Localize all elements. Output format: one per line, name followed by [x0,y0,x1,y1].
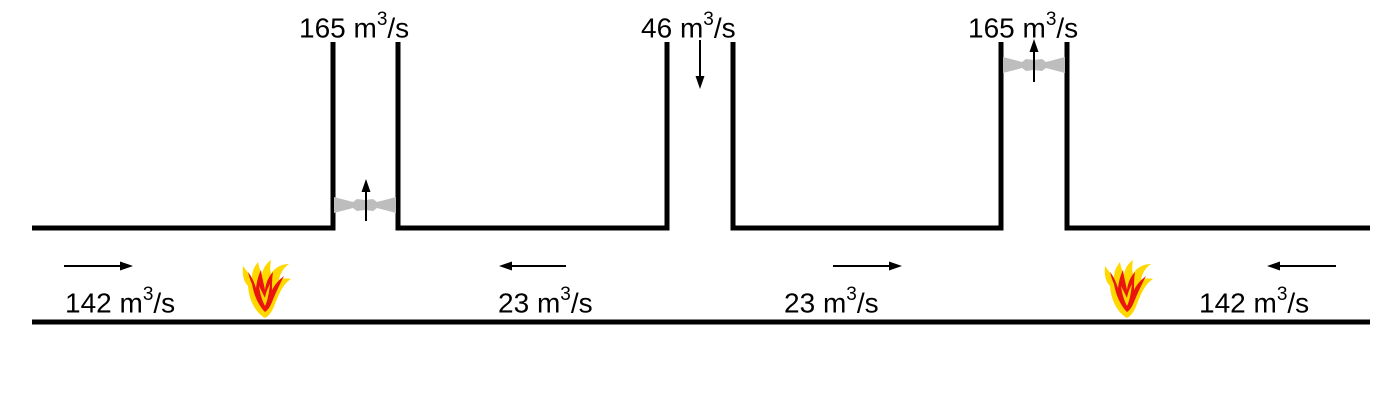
tunnel-flow-4-label: 142 m3/s [1199,283,1309,317]
tunnel-flow-1-exponent: 3 [142,284,154,305]
shaft-2-flow-label: 46 m3/s [641,8,736,42]
tunnel-flow-3-per: /s [856,287,879,319]
shaft-3-flow-label: 165 m3/s [968,8,1078,42]
tunnel-flow-1-unit: m [119,287,143,319]
tunnel-flow-3-unit: m [822,287,847,319]
tunnel-flow-4-per: /s [1287,287,1310,319]
tunnel-arrow-1-right-icon [64,261,133,271]
shaft-3-flow-exponent: 3 [1045,9,1057,30]
shaft-1-flow-per: /s [387,12,410,44]
tunnel-flow-4-value: 142 [1199,287,1246,319]
shaft-2-flow-exponent: 3 [703,9,714,30]
tunnel-flow-2-per: /s [570,287,593,319]
tunnel-flow-2-unit: m [536,287,561,319]
tunnel-flow-4-exponent: 3 [1276,284,1288,305]
shaft-3-flow-value: 165 [968,12,1015,44]
shaft-arrow-2-down-icon [695,40,705,89]
tunnel-arrow-3-right-icon [833,261,902,271]
tunnel-flow-4-unit: m [1253,287,1277,319]
tunnel-flow-3-exponent: 3 [846,284,857,305]
tunnel-flow-1-label: 142 m3/s [65,283,175,317]
tunnel-flow-1-value: 142 [65,287,112,319]
tunnel-arrow-2-left-icon [499,261,566,271]
shaft-2-flow-value: 46 [641,12,673,44]
tunnel-arrow-4-left-icon [1267,261,1336,271]
fire-2-icon [1104,260,1153,318]
tunnel-flow-2-exponent: 3 [560,284,571,305]
shaft-arrow-3-up-icon [1029,39,1039,82]
shaft-1-flow-label: 165 m3/s [299,8,409,42]
tunnel-flow-2-value: 23 [498,287,530,319]
shaft-1-flow-unit: m [353,12,377,44]
shaft-3-flow-per: /s [1056,12,1079,44]
shaft-3-flow-unit: m [1022,12,1046,44]
tunnel-flow-3-label: 23 m3/s [784,283,879,317]
tunnel-ceiling [32,42,1370,231]
shaft-1-flow-exponent: 3 [376,9,388,30]
shaft-2-flow-per: /s [713,12,736,44]
tunnel-flow-2-label: 23 m3/s [498,283,593,317]
fire-1-icon [242,260,291,318]
tunnel-flow-3-value: 23 [784,287,816,319]
shaft-arrow-1-up-icon [361,179,371,221]
shaft-2-flow-unit: m [679,12,704,44]
shaft-1-flow-value: 165 [299,12,346,44]
tunnel-flow-1-per: /s [153,287,176,319]
